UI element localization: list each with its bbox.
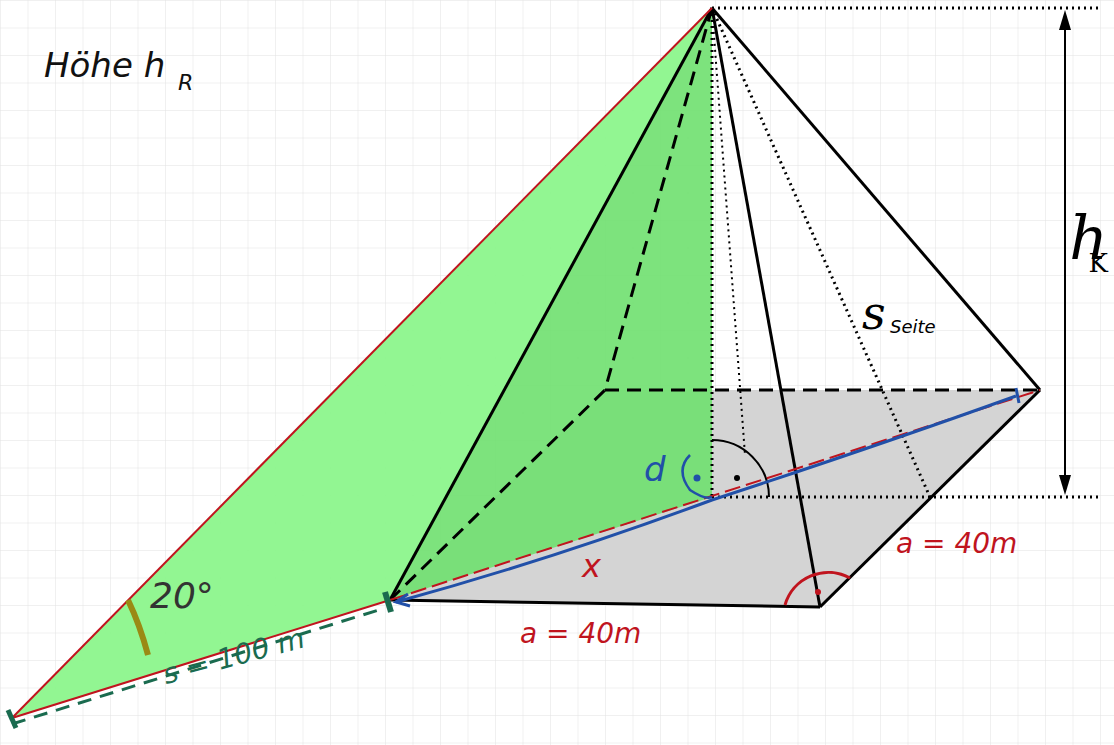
diagonal-label: d [644,452,666,486]
dotted-line [712,8,745,455]
unknown-length: x [582,550,601,582]
red-line [12,600,390,718]
dotted-line [712,496,1100,499]
subscript: K [1089,250,1108,276]
angle-label: 20° [150,578,214,614]
dimension: a = 40m [520,620,641,648]
hidden-edge [390,390,605,600]
right-angle [785,572,850,605]
right-angle-dot [694,475,701,482]
distance-line [12,608,385,724]
edge [712,8,1040,390]
height-line [711,8,714,497]
edge [712,8,820,607]
dimension-arrow [1064,14,1066,491]
red-line [12,8,712,718]
angle-arc [128,600,148,655]
arrowhead [1059,10,1071,30]
right-angle [683,455,713,498]
tick [396,594,410,606]
unknown-label: Höhe h [44,48,165,82]
arrowhead [1059,475,1071,495]
hidden-edge [605,8,712,390]
right-angle-dot [815,589,821,595]
subscript: Seite [890,318,936,336]
dotted-line [712,7,1100,10]
end-mark [8,710,16,728]
dimension: a = 40m [896,530,1017,558]
subscript: R [178,72,193,94]
hidden-edge [605,389,1040,392]
edge [390,600,820,607]
slant-symbol: s [862,290,886,336]
right-angle [712,440,769,497]
tick [1016,388,1019,403]
right-angle-dot [734,475,740,481]
diagonal-d [396,396,1016,602]
green-triangle [12,8,712,718]
end-mark [385,592,391,612]
slant-height [712,8,930,497]
